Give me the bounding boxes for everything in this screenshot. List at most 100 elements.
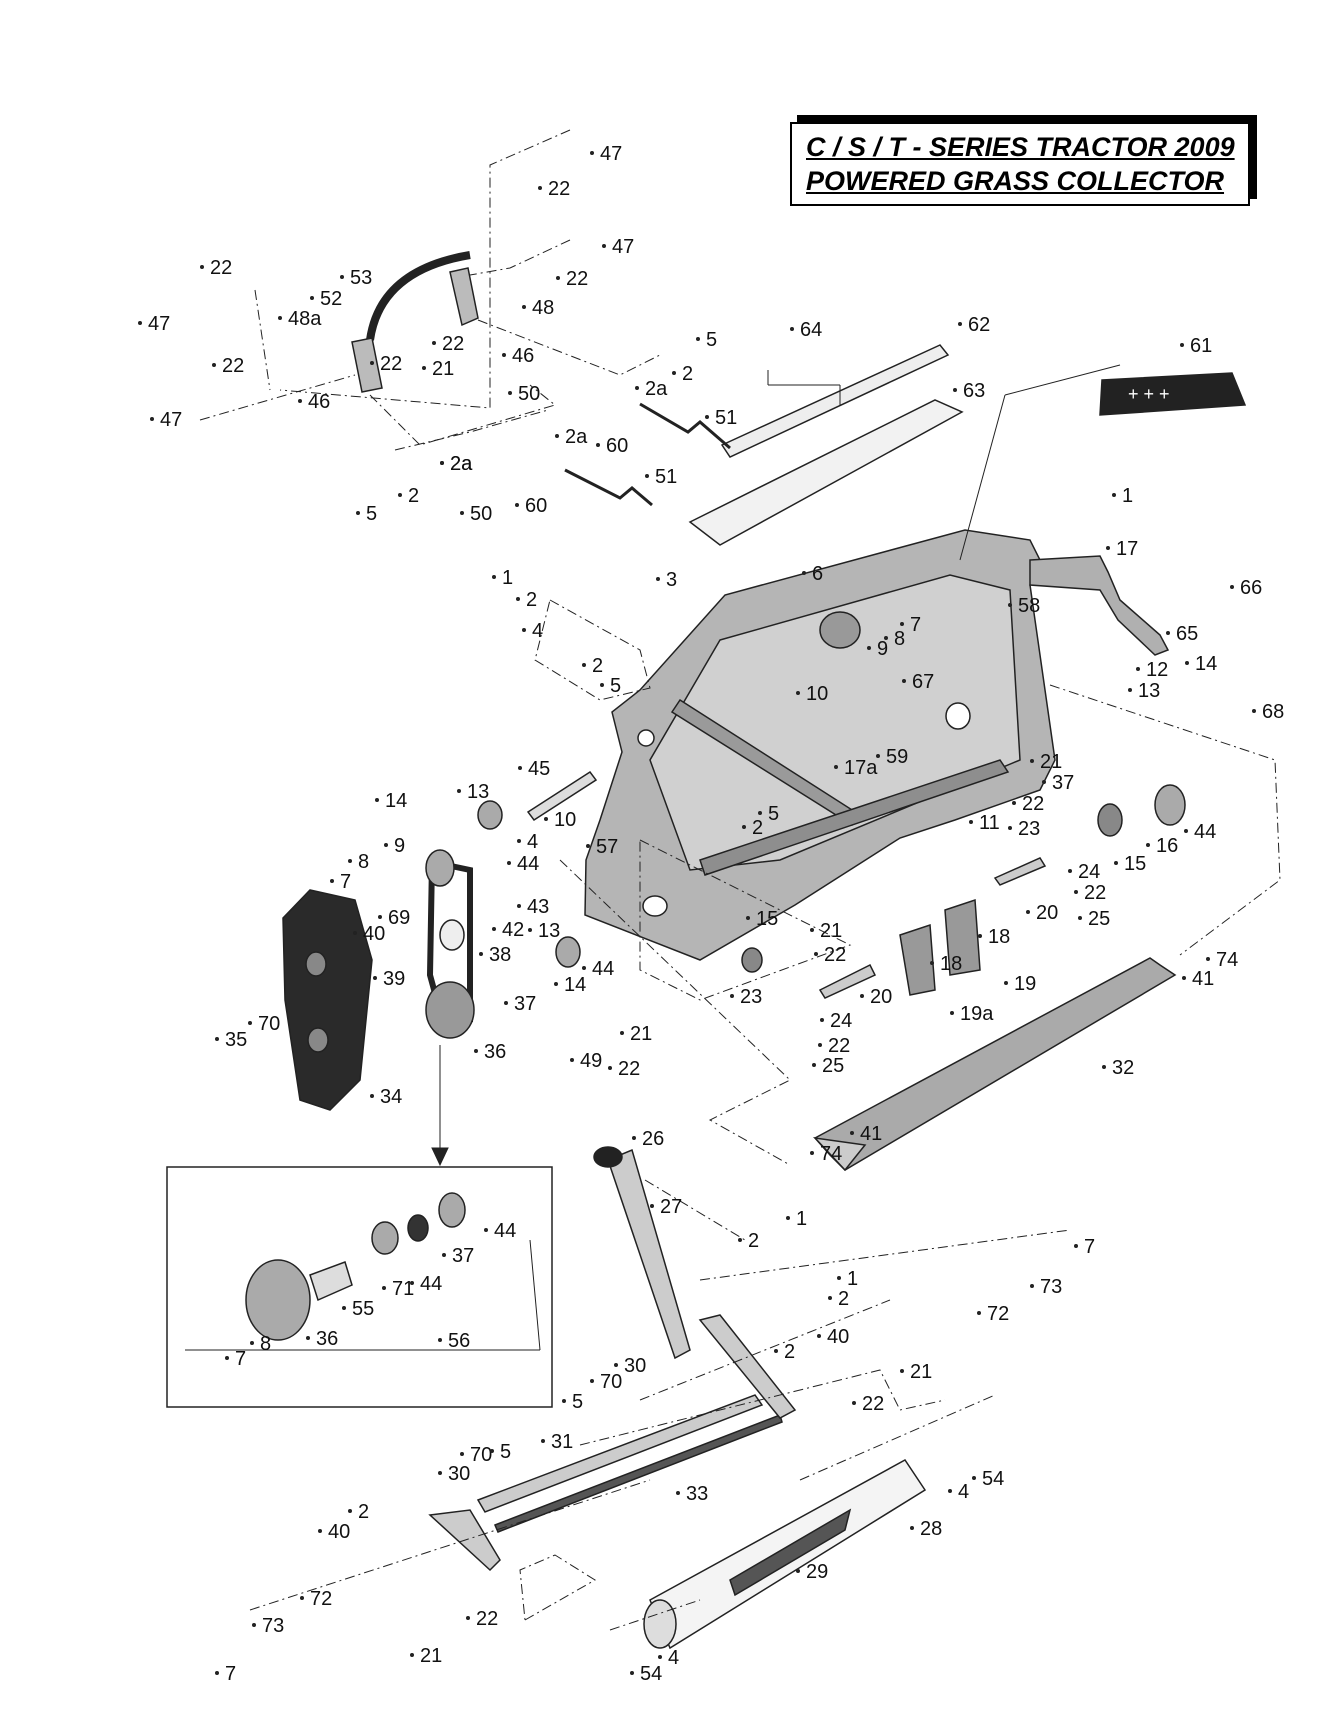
callout-dot bbox=[410, 1281, 414, 1285]
callout-dot bbox=[796, 691, 800, 695]
bearing-15-part bbox=[1097, 803, 1123, 837]
part-number-label-15a: 15 bbox=[756, 908, 778, 930]
callout-dot bbox=[1252, 709, 1256, 713]
assembly-line bbox=[639, 1299, 891, 1401]
callout-dot bbox=[1184, 829, 1188, 833]
part-number-label-10a: 10 bbox=[806, 683, 828, 705]
callout-dot bbox=[440, 461, 444, 465]
callout-dot bbox=[796, 1569, 800, 1573]
part-number-label-43: 43 bbox=[527, 896, 549, 918]
callout-dot bbox=[656, 577, 660, 581]
part-number-label-32: 32 bbox=[1112, 1057, 1134, 1079]
callout-dot bbox=[410, 1653, 414, 1657]
callout-dot bbox=[620, 1031, 624, 1035]
part-number-label-14c: 14 bbox=[564, 974, 586, 996]
bearing-37-detail bbox=[407, 1214, 429, 1242]
callout-dot bbox=[460, 1452, 464, 1456]
part-number-label-34: 34 bbox=[380, 1086, 402, 1108]
callout-dot bbox=[1206, 957, 1210, 961]
callout-dot bbox=[556, 276, 560, 280]
part-number-label-27: 27 bbox=[660, 1196, 682, 1218]
part-number-label-73a: 73 bbox=[1040, 1276, 1062, 1298]
part-number-label-22g: 22 bbox=[618, 1058, 640, 1080]
part-number-label-4c: 4 bbox=[958, 1481, 969, 1503]
callout-dot bbox=[738, 1238, 742, 1242]
part-number-label-1b: 1 bbox=[502, 567, 513, 589]
callout-dot bbox=[600, 683, 604, 687]
flange-44-part bbox=[1154, 784, 1186, 826]
shaft-55-detail bbox=[309, 1261, 353, 1302]
arrow-head bbox=[431, 1147, 449, 1167]
part-number-label-37a: 37 bbox=[514, 993, 536, 1015]
callout-dot bbox=[696, 337, 700, 341]
part-number-label-7b: 7 bbox=[340, 871, 351, 893]
frame-hole bbox=[945, 702, 971, 730]
part-number-label-7a: 7 bbox=[910, 614, 921, 636]
part-number-label-66: 66 bbox=[1240, 577, 1262, 599]
callout-dot bbox=[1004, 981, 1008, 985]
part-number-label-44b: 44 bbox=[592, 958, 614, 980]
flange-44-part bbox=[477, 800, 503, 830]
callout-dot bbox=[518, 766, 522, 770]
part-number-label-56: 56 bbox=[448, 1330, 470, 1352]
part-number-label-2f: 2 bbox=[748, 1230, 759, 1252]
callout-dot bbox=[910, 1526, 914, 1530]
callout-dot bbox=[876, 754, 880, 758]
part-number-label-65: 65 bbox=[1176, 623, 1198, 645]
assembly-line bbox=[369, 384, 557, 446]
part-number-label-44c: 44 bbox=[1194, 821, 1216, 843]
part-number-label-62: 62 bbox=[968, 314, 990, 336]
assembly-lines bbox=[199, 129, 1281, 1631]
callout-dot bbox=[953, 388, 957, 392]
assembly-line bbox=[394, 409, 549, 451]
callout-dot bbox=[378, 915, 382, 919]
part-number-label-49: 49 bbox=[580, 1050, 602, 1072]
part-number-label-14b: 14 bbox=[385, 790, 407, 812]
flange-44-part bbox=[555, 936, 581, 968]
callout-dot bbox=[632, 1136, 636, 1140]
part-number-label-2aa: 2a bbox=[645, 378, 668, 400]
part-number-label-6: 6 bbox=[812, 563, 823, 585]
callout-dot bbox=[438, 1338, 442, 1342]
part-number-label-3: 3 bbox=[666, 569, 677, 591]
part-number-label-39: 39 bbox=[383, 968, 405, 990]
assembly-line bbox=[469, 239, 571, 276]
callout-dot bbox=[200, 265, 204, 269]
callout-dot bbox=[1068, 869, 1072, 873]
callout-dot bbox=[544, 817, 548, 821]
callout-dot bbox=[900, 1369, 904, 1373]
part-number-label-47c: 47 bbox=[148, 313, 170, 335]
part-number-label-54a: 54 bbox=[982, 1468, 1004, 1490]
callout-dot bbox=[635, 386, 639, 390]
callout-dot bbox=[538, 186, 542, 190]
part-number-label-26: 26 bbox=[642, 1128, 664, 1150]
part-number-label-2ab: 2a bbox=[565, 426, 588, 448]
callout-dot bbox=[1012, 801, 1016, 805]
assembly-line bbox=[254, 289, 271, 391]
part-number-label-37b: 37 bbox=[1052, 772, 1074, 794]
part-number-label-2ad: 2a bbox=[450, 453, 473, 475]
part-number-label-40c: 40 bbox=[328, 1521, 350, 1543]
part-number-label-61: 61 bbox=[1190, 335, 1212, 357]
part-number-label-72a: 72 bbox=[987, 1303, 1009, 1325]
pulley-top-part bbox=[819, 611, 861, 649]
knob-26-part bbox=[593, 1146, 623, 1168]
callout-dot bbox=[586, 844, 590, 848]
callout-dot bbox=[492, 575, 496, 579]
part-number-label-8b: 8 bbox=[358, 851, 369, 873]
pulley-36-detail bbox=[245, 1259, 311, 1341]
callout-dot bbox=[902, 679, 906, 683]
part-number-label-13b: 13 bbox=[467, 781, 489, 803]
part-number-label-9b: 9 bbox=[394, 835, 405, 857]
callout-dot bbox=[348, 1509, 352, 1513]
part-number-label-57: 57 bbox=[596, 836, 618, 858]
callout-dot bbox=[758, 811, 762, 815]
part-number-label-53: 53 bbox=[350, 267, 372, 289]
callout-dot bbox=[802, 571, 806, 575]
part-number-label-2a: 2 bbox=[682, 363, 693, 385]
handle-53-part bbox=[366, 251, 471, 341]
assembly-line bbox=[699, 1229, 1071, 1281]
part-number-label-13a: 13 bbox=[1138, 680, 1160, 702]
part-number-label-7e: 7 bbox=[225, 1663, 236, 1685]
bearing-44-detail bbox=[371, 1221, 399, 1255]
